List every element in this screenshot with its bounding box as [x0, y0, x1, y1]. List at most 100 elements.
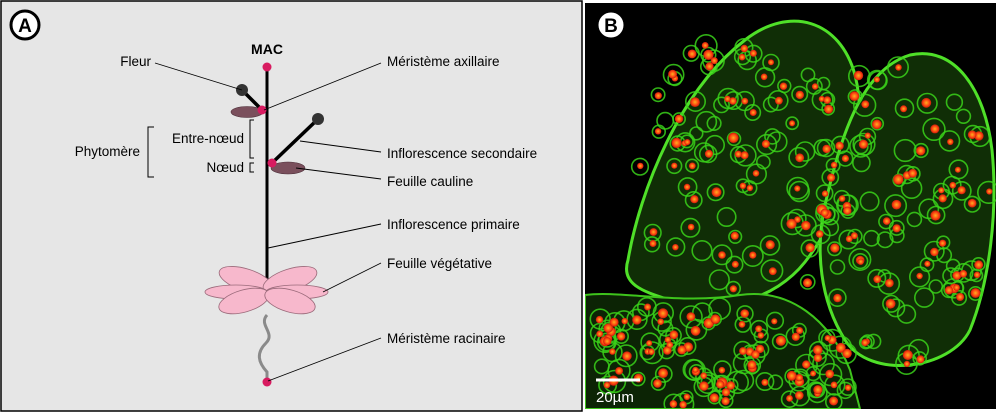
cell-nucleus: [761, 378, 769, 386]
cell-wall: [688, 364, 705, 380]
cell-wall: [828, 288, 847, 308]
cell-nucleus: [779, 82, 788, 90]
cell-nucleus: [786, 395, 793, 402]
cell-wall: [886, 298, 906, 318]
cell-nucleus: [734, 150, 742, 158]
cell-nucleus: [851, 232, 858, 240]
panel-a-badge-letter: A: [18, 16, 32, 37]
cell-nucleus: [873, 76, 880, 83]
cell-wall: [708, 269, 730, 291]
micrograph: [585, 19, 996, 409]
cell-wall: [589, 308, 611, 330]
cell-nucleus: [811, 83, 819, 90]
cell-nucleus: [701, 42, 709, 49]
cell-nucleus: [930, 210, 941, 221]
cell-wall: [764, 128, 781, 145]
cell-wall: [923, 240, 945, 262]
cell-nucleus: [738, 321, 746, 328]
phytomere-brackets: [147, 119, 254, 178]
cell-nucleus: [838, 195, 846, 202]
cell-nucleus: [864, 132, 871, 139]
cell-nucleus: [683, 183, 691, 191]
cell-wall: [884, 194, 908, 218]
cell-nucleus: [603, 323, 613, 333]
cell-nucleus: [771, 318, 778, 325]
cell-nucleus: [666, 341, 674, 349]
cell-nucleus: [669, 330, 679, 340]
cell-nucleus: [861, 339, 869, 347]
cell-nucleus: [833, 293, 842, 303]
cell-nucleus: [796, 327, 804, 334]
cell-nucleus: [686, 312, 696, 321]
cell-wall: [852, 93, 877, 117]
cell-nucleus: [710, 314, 721, 325]
cell-wall: [656, 111, 675, 130]
cell-nucleus: [916, 272, 923, 280]
cell-wall: [853, 139, 869, 155]
label-noeud: Nœud: [206, 160, 244, 175]
panel-a-labels: MAC Fleur Méristème axillaire Phytomère …: [75, 41, 537, 346]
cell-wall: [643, 236, 661, 253]
cell-nucleus: [687, 49, 697, 59]
cell-wall: [821, 168, 840, 187]
cell-nucleus: [970, 288, 981, 298]
cell-nucleus: [664, 336, 672, 343]
cell-wall: [691, 240, 713, 262]
cell-wall: [700, 46, 717, 63]
cell-nucleus: [872, 119, 882, 130]
cell-nucleus: [801, 220, 811, 231]
cell-wall: [951, 180, 972, 201]
node-meristem-dot: [267, 158, 277, 168]
cell-nucleus: [916, 146, 926, 156]
cell-wall: [945, 258, 961, 274]
cell-nucleus: [692, 366, 699, 373]
cell-nucleus: [738, 53, 746, 61]
cell-wall: [788, 146, 810, 168]
cell-nucleus: [805, 243, 815, 253]
cell-nucleus: [596, 330, 604, 338]
cell-wall: [849, 134, 873, 158]
cell-wall: [737, 50, 758, 71]
cell-nucleus: [595, 315, 604, 324]
cell-wall: [596, 332, 616, 352]
cell-nucleus: [795, 153, 805, 163]
cell-wall: [665, 237, 686, 257]
cell-nucleus: [747, 360, 757, 370]
cell-wall: [704, 134, 726, 156]
cell-nucleus: [672, 244, 679, 251]
root-meristem-dot: [262, 377, 272, 387]
cell-wall: [913, 287, 935, 308]
cell-wall: [825, 157, 841, 173]
cell-nucleus: [825, 369, 834, 379]
cell-nucleus: [749, 49, 757, 57]
cell-wall: [755, 133, 778, 156]
cell-nucleus: [835, 141, 844, 150]
cell-wall: [816, 138, 836, 158]
cell-wall: [821, 218, 840, 237]
cell-nucleus: [751, 350, 760, 359]
cell-nucleus: [821, 190, 829, 197]
cell-nucleus: [853, 70, 864, 81]
cell-nucleus: [795, 391, 804, 400]
cell-nucleus: [654, 92, 662, 100]
cell-wall: [725, 255, 744, 274]
panel-b-badge: B: [595, 9, 627, 41]
cell-nucleus: [930, 247, 939, 257]
cell-nucleus: [653, 379, 662, 388]
cell-nucleus: [830, 243, 840, 253]
cell-wall: [762, 96, 779, 113]
root: [257, 313, 271, 382]
cell-wall: [707, 390, 722, 405]
axillary-meristem-dot: [257, 105, 267, 115]
cell-wall: [677, 177, 698, 197]
cell-wall: [745, 163, 768, 185]
cell-nucleus: [973, 271, 981, 278]
cell-nucleus: [803, 278, 812, 288]
cell-nucleus: [775, 335, 787, 346]
cell-nucleus: [959, 270, 968, 278]
cell-nucleus: [930, 124, 940, 134]
cell-nucleus: [671, 162, 678, 169]
cell-wall: [785, 116, 800, 131]
entre-noeud-bracket: [249, 119, 254, 159]
cell-wall: [919, 257, 935, 273]
